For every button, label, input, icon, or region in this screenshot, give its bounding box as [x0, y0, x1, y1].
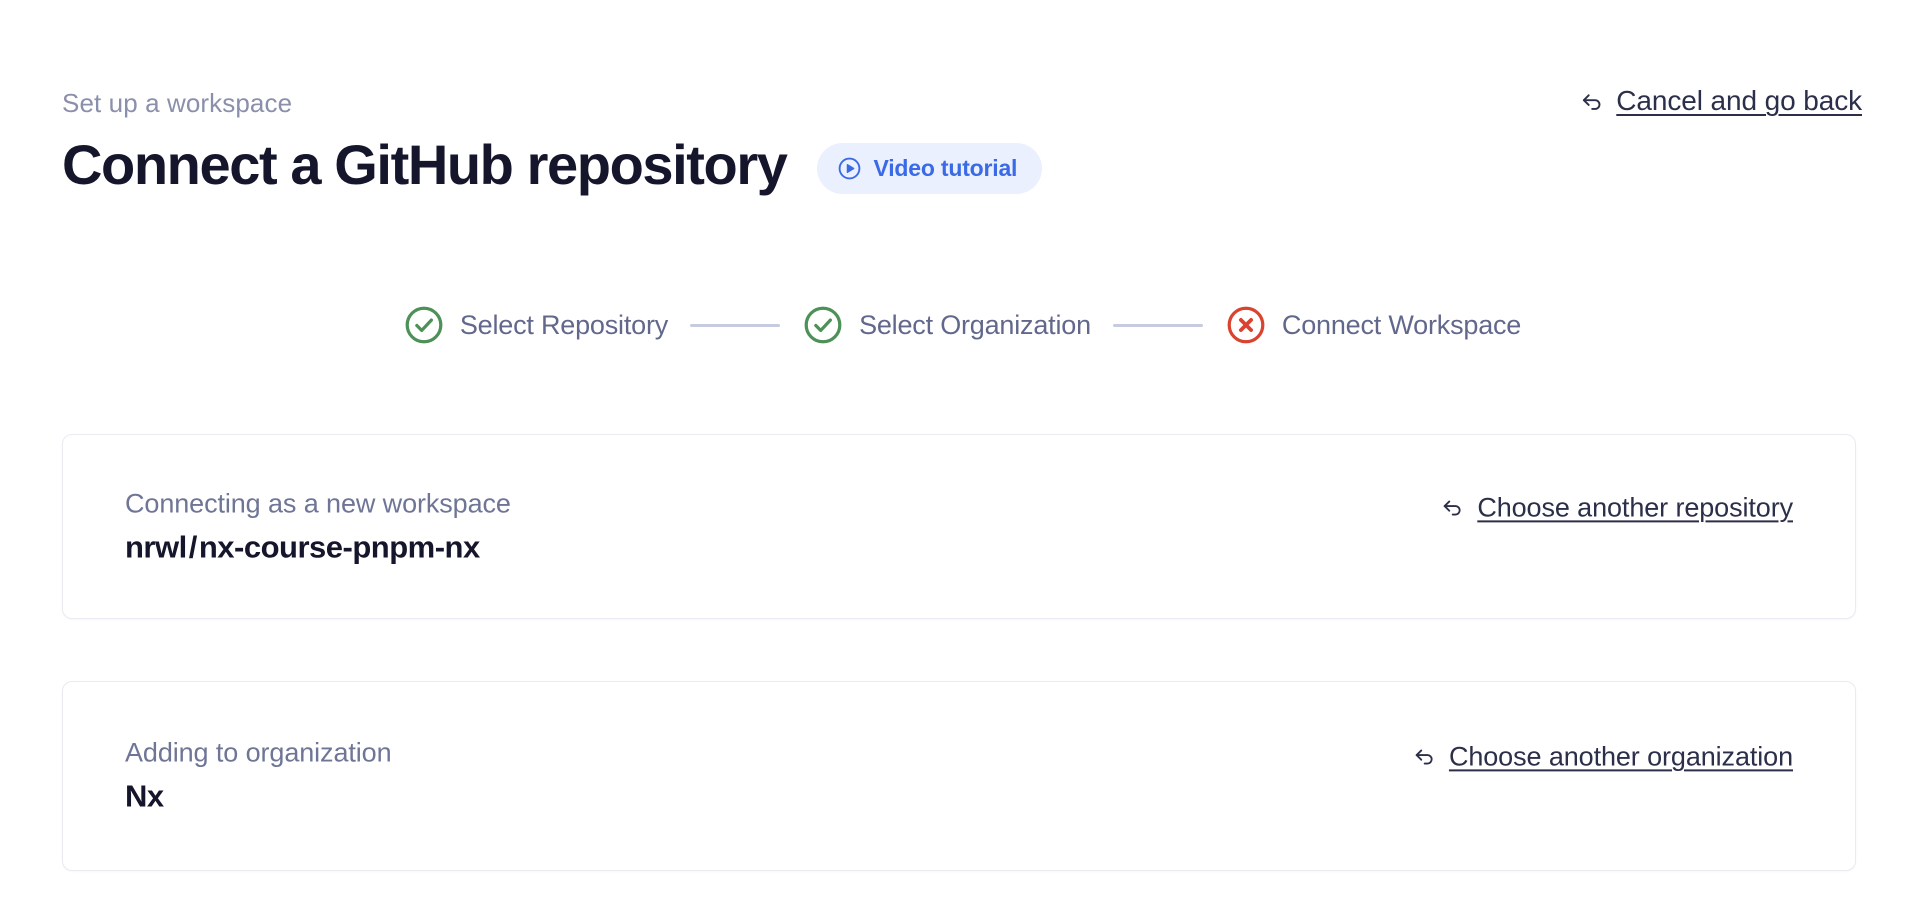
- cancel-and-go-back-label: Cancel and go back: [1616, 85, 1862, 116]
- stepper-connector-2: [1112, 323, 1203, 327]
- x-circle-icon: [1225, 304, 1267, 346]
- repository-card-value: nrwl/nx-course-pnpm-nx: [125, 528, 511, 565]
- breadcrumb-eyebrow: Set up a workspace: [62, 88, 293, 118]
- organization-card-content: Adding to organization Nx Choose another…: [125, 737, 1793, 814]
- progress-stepper: Select Repository Select Organization Co…: [0, 304, 1924, 346]
- repository-card-text: Connecting as a new workspace nrwl/nx-co…: [125, 488, 511, 565]
- step-connect-workspace-label: Connect Workspace: [1281, 309, 1522, 340]
- choose-another-organization-label: Choose another organization: [1448, 741, 1793, 772]
- stepper-connector-1: [690, 323, 781, 327]
- video-tutorial-button[interactable]: Video tutorial: [816, 143, 1043, 195]
- repository-card-caption: Connecting as a new workspace: [125, 487, 511, 518]
- organization-card-text: Adding to organization Nx: [125, 737, 392, 814]
- organization-card-value: Nx: [125, 777, 392, 814]
- choose-another-repository-link[interactable]: Choose another repository: [1439, 492, 1793, 523]
- organization-name: Nx: [125, 778, 164, 814]
- page-header: Set up a workspace Connect a GitHub repo…: [62, 88, 1862, 195]
- repository-name: nx-course-pnpm-nx: [198, 528, 480, 564]
- choose-another-repository-label: Choose another repository: [1477, 491, 1793, 522]
- step-connect-workspace[interactable]: Connect Workspace: [1225, 304, 1521, 346]
- cancel-and-go-back-link[interactable]: Cancel and go back: [1578, 85, 1862, 117]
- step-select-repository[interactable]: Select Repository: [403, 304, 668, 346]
- page-title: Connect a GitHub repository: [62, 133, 788, 197]
- title-row: Connect a GitHub repository Video tutori…: [62, 133, 1862, 197]
- video-tutorial-label: Video tutorial: [873, 155, 1018, 182]
- play-circle-icon: [837, 156, 862, 181]
- step-select-organization-label: Select Organization: [859, 309, 1091, 340]
- step-select-organization[interactable]: Select Organization: [802, 304, 1091, 346]
- repository-card: Connecting as a new workspace nrwl/nx-co…: [62, 434, 1856, 619]
- back-arrow-icon: [1578, 88, 1605, 115]
- choose-another-organization-link[interactable]: Choose another organization: [1411, 741, 1793, 772]
- repository-owner: nrwl: [125, 528, 187, 564]
- step-select-repository-label: Select Repository: [459, 309, 669, 340]
- back-arrow-icon: [1439, 494, 1466, 521]
- repository-separator: /: [188, 528, 198, 564]
- check-circle-icon: [403, 304, 445, 346]
- back-arrow-icon: [1411, 743, 1438, 770]
- organization-card-caption: Adding to organization: [125, 737, 392, 768]
- check-circle-icon: [802, 304, 844, 346]
- repository-card-content: Connecting as a new workspace nrwl/nx-co…: [125, 488, 1793, 565]
- organization-card: Adding to organization Nx Choose another…: [62, 681, 1856, 871]
